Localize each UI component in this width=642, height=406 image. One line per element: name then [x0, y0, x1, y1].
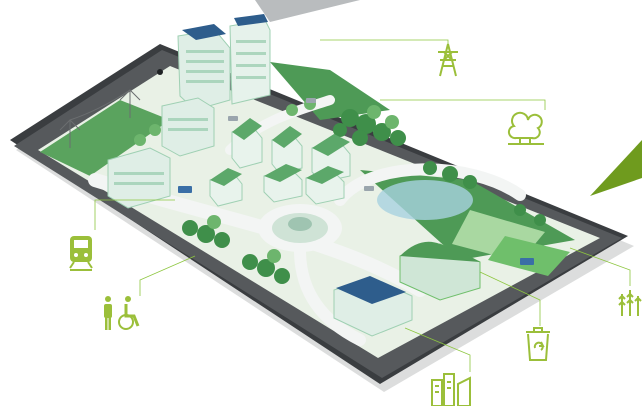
office-block-mid — [161, 97, 215, 157]
office-block-left — [107, 147, 171, 209]
callout-lines — [94, 39, 631, 372]
train-icon — [69, 236, 93, 271]
crop-field-dark — [488, 236, 570, 276]
solar-building-roof — [336, 276, 406, 304]
tower-solar-panels-2 — [234, 14, 268, 26]
industrial-buildings-icon — [431, 373, 471, 406]
right-callout-shape — [590, 140, 642, 196]
vehicles — [178, 98, 534, 265]
fields-top — [270, 62, 390, 120]
wheat-icon — [618, 290, 642, 316]
accessibility-icon — [104, 296, 140, 330]
ring-road-right — [334, 163, 526, 206]
power-lines — [59, 89, 141, 148]
roundabout — [258, 204, 342, 252]
buildings — [107, 14, 481, 337]
trees-icon — [507, 111, 544, 145]
tower-building-2 — [229, 19, 271, 105]
recycling-bin-icon — [526, 327, 550, 361]
road-south — [294, 244, 366, 346]
top-callout-shape — [255, 0, 360, 22]
power-pylon-icon — [438, 43, 458, 77]
tablet-camera — [157, 69, 163, 75]
farmland-left — [40, 100, 170, 176]
pond — [377, 180, 473, 220]
tree-clusters — [134, 98, 546, 284]
houses — [209, 118, 351, 207]
tower-solar-panels — [182, 24, 226, 40]
greenhouse-roof — [400, 241, 480, 262]
